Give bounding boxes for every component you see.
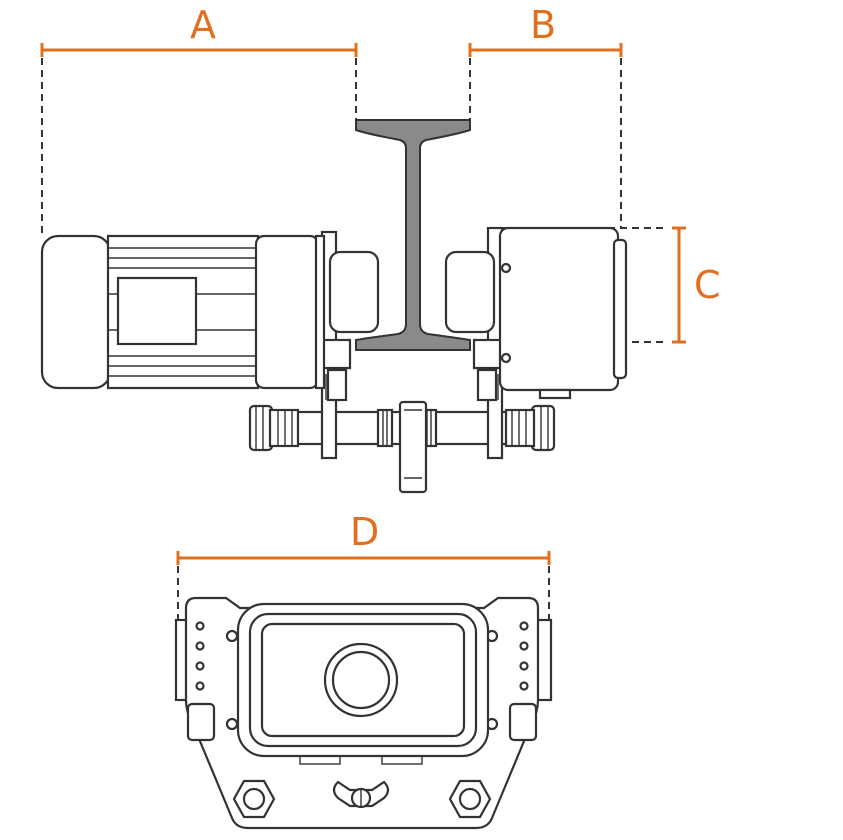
right-wheel [444,250,496,334]
wing-bolt [332,780,390,809]
dimension-a: A [40,3,358,236]
left-wheel-block [186,702,216,742]
front-view [40,119,628,494]
dimension-b-label: B [530,3,556,47]
motor-gearbox [254,234,320,390]
drive-motor [40,234,326,390]
dimension-b: B [468,3,623,228]
axle-assembly [248,400,556,494]
dimension-a-label: A [190,3,216,47]
right-wheel-block [508,702,538,742]
dimension-c-label: C [694,263,721,307]
load-hanger [398,400,428,494]
center-boss-inner [331,650,391,710]
hex-nut-left [232,779,276,819]
i-beam [355,119,471,351]
wheels [328,250,496,334]
dimension-d-label: D [350,510,379,554]
motor-terminal-box [116,276,198,346]
gear-housing [498,226,620,392]
gearbox-housing [498,226,628,400]
dimension-d: D [176,510,551,620]
left-wheel [328,250,380,334]
hex-nut-right [448,779,492,819]
mounting-holes [195,621,529,731]
bottom-view [174,596,553,830]
motor-fan-cover [40,234,112,390]
